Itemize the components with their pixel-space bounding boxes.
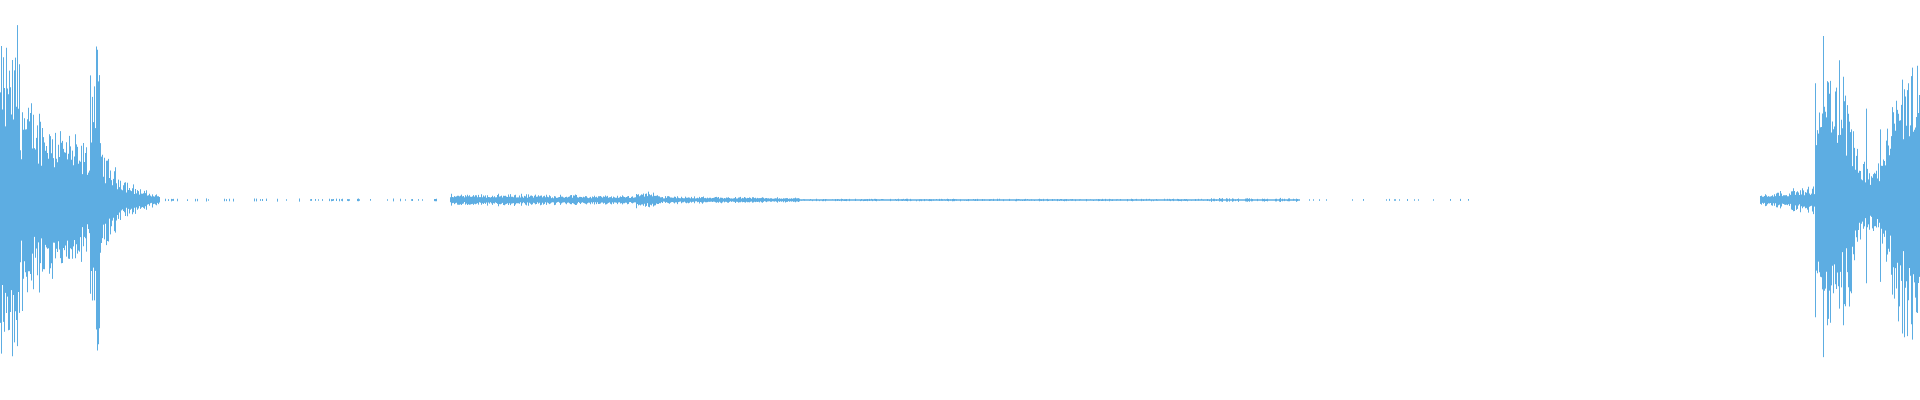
waveform-samples: [0, 25, 1920, 358]
waveform-trace: [0, 25, 1920, 358]
